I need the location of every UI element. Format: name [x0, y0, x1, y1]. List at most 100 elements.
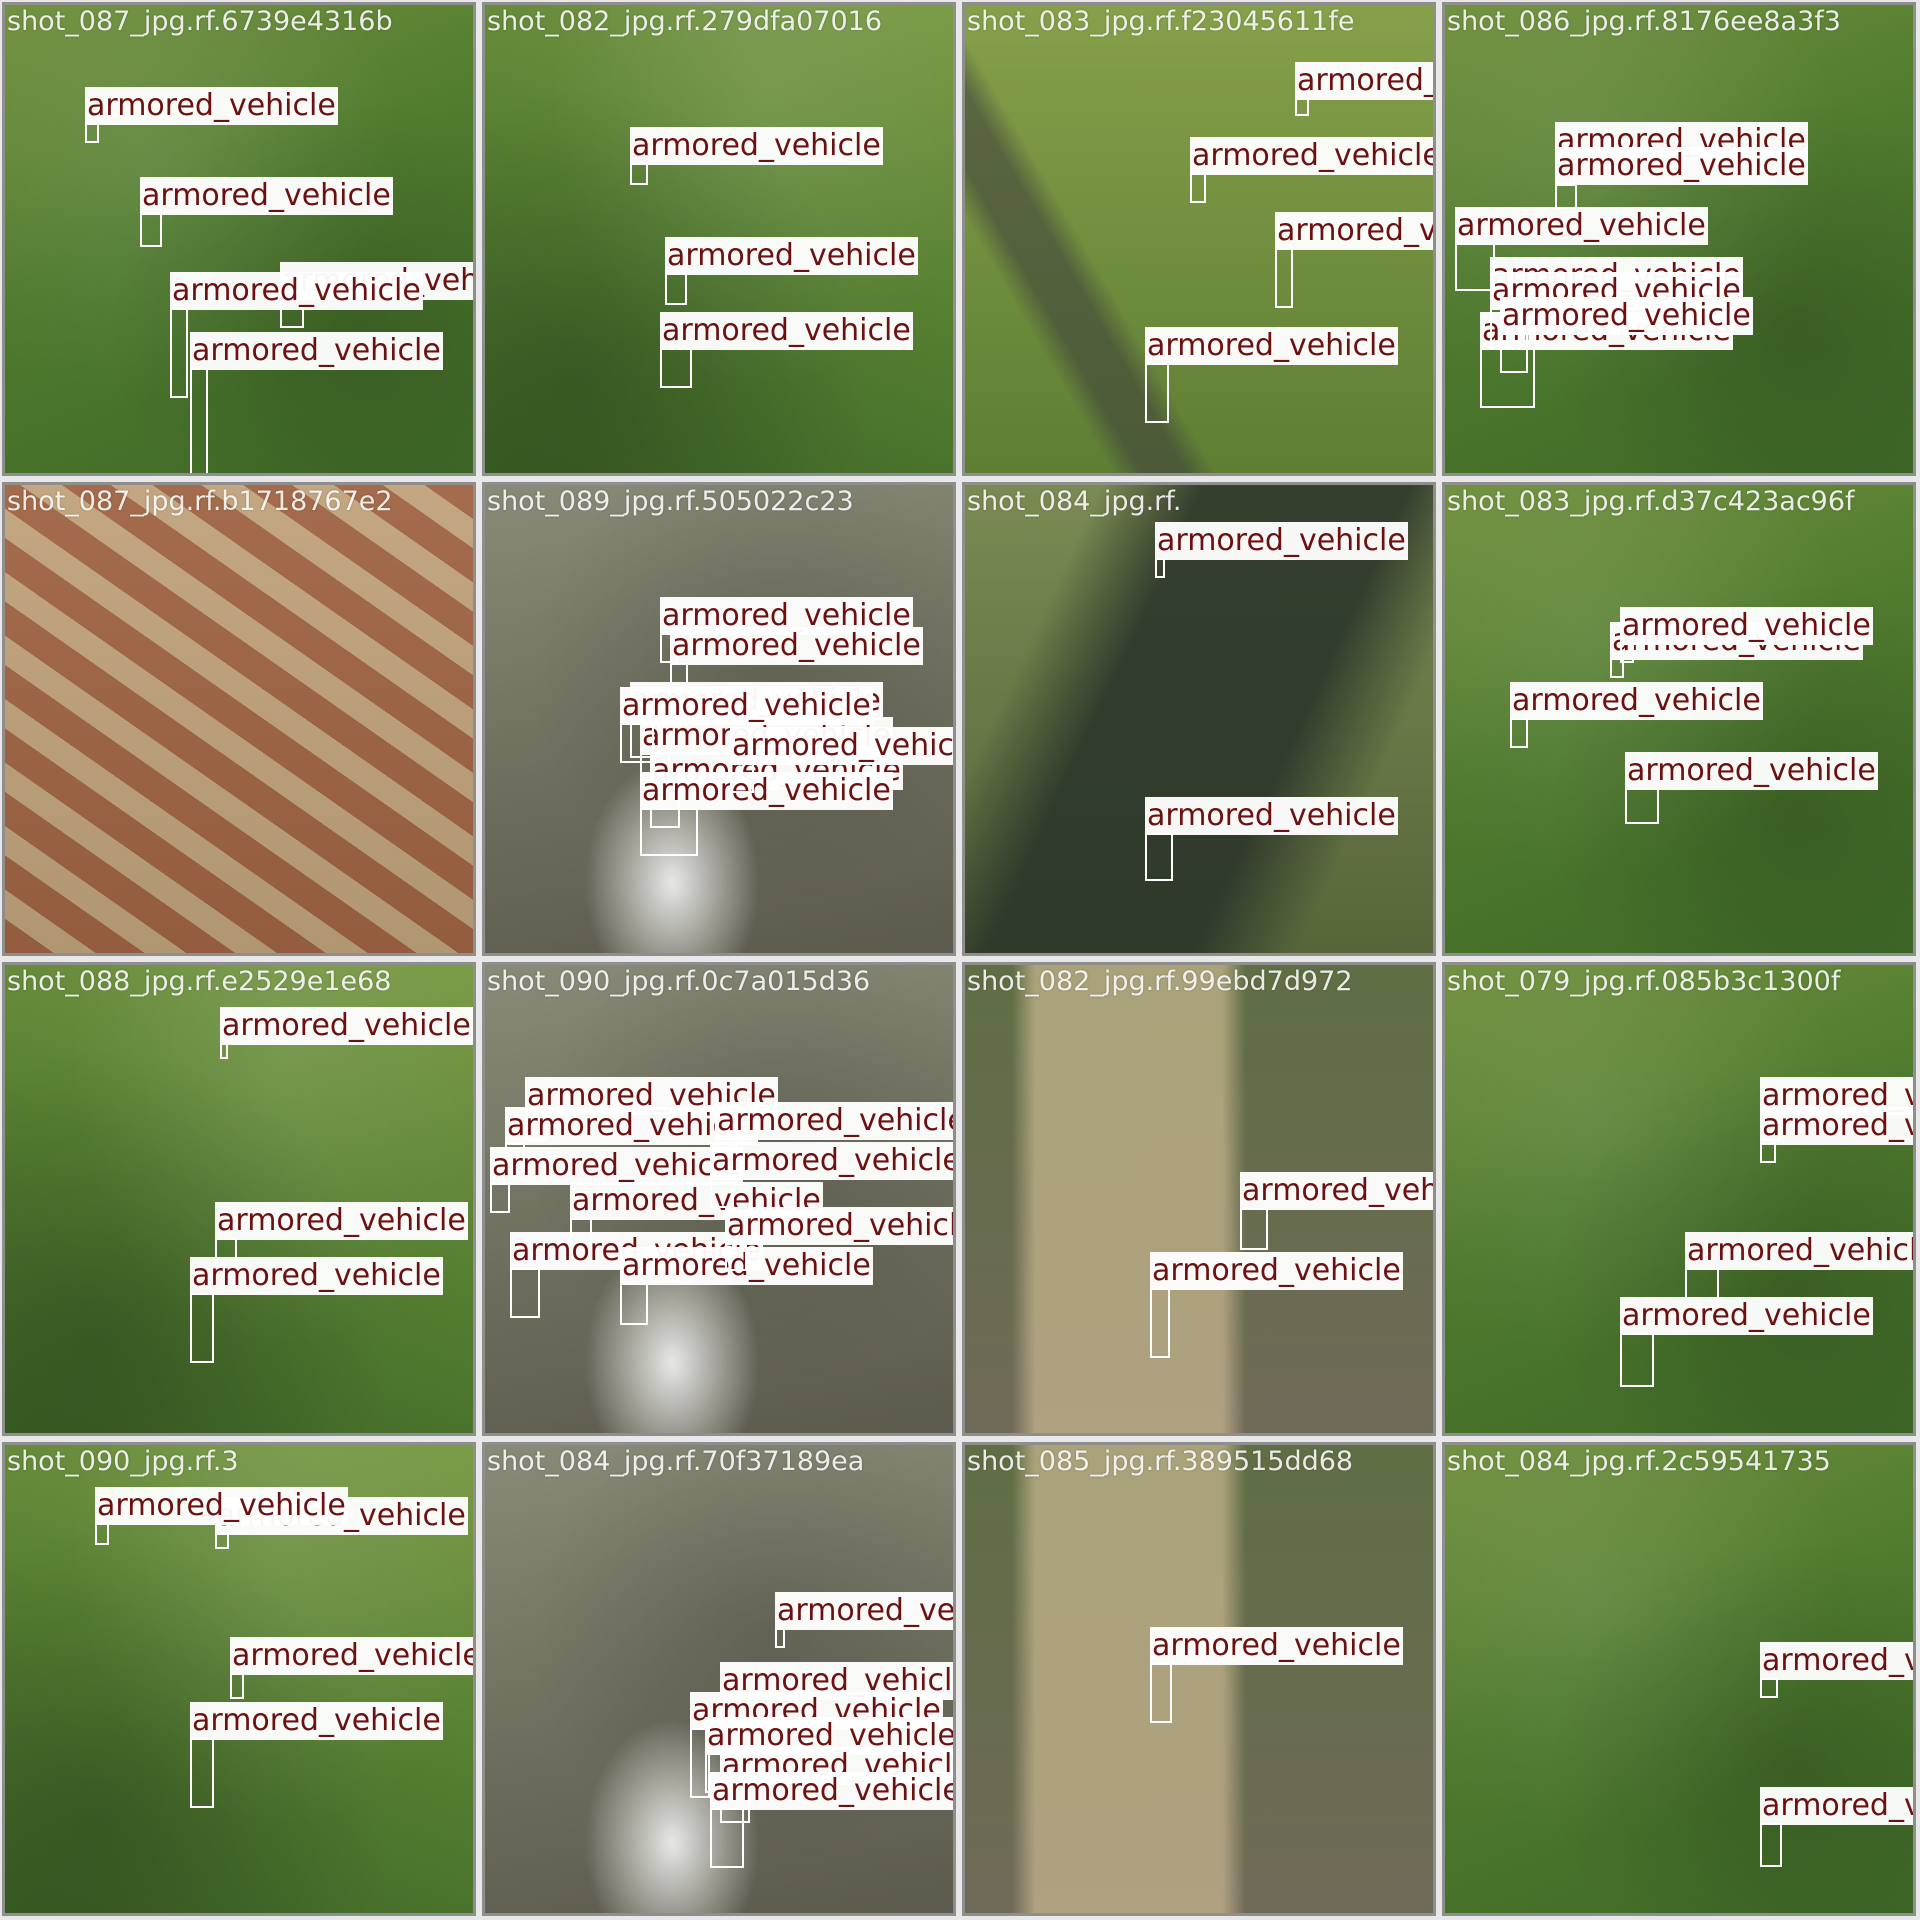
- detection-box: armored_vehicle: [490, 1147, 743, 1213]
- scene-image: [1445, 965, 1913, 1433]
- detection-label: armored_vehicle: [190, 1257, 443, 1295]
- detection-label: armored_vehicle: [95, 1487, 348, 1525]
- image-tile: shot_084_jpg.rf.2c59541735 armored_vehicl…: [1442, 1442, 1916, 1916]
- detection-box: armored_vehicle: [1760, 1787, 1913, 1867]
- detection-box: armored_vehicle: [1500, 297, 1753, 373]
- detection-box: armored_vehicle: [1685, 1232, 1913, 1308]
- scene-image: [5, 5, 473, 473]
- tile-filename: shot_090_jpg.rf.0c7a015d36: [487, 966, 871, 997]
- detection-box: armored_vehicle: [1150, 1627, 1403, 1723]
- image-tile: shot_087_jpg.rf.b1718767e2armored_vehicl…: [2, 482, 476, 956]
- detection-label: armored_vehicle: [1155, 522, 1408, 560]
- scene-image: [5, 485, 473, 953]
- detection-label: armored_vehicle: [1190, 137, 1433, 175]
- detection-box: armored_vehicle: [775, 1592, 953, 1648]
- detection-label: armored_vehicle: [630, 127, 883, 165]
- detection-box: armored_vehicle: [1145, 327, 1398, 423]
- detection-label: armored_vehicle: [670, 627, 923, 665]
- tile-filename: shot_089_jpg.rf.505022c23: [487, 486, 854, 517]
- tile-filename: shot_083_jpg.rf.d37c423ac96f: [1447, 486, 1855, 517]
- tile-filename: shot_084_jpg.rf.70f37189ea: [487, 1446, 865, 1477]
- detection-box: armored_vehicle: [1455, 207, 1708, 291]
- detection-label: armored_vehicle: [1555, 147, 1808, 185]
- detection-label: armored_vehicle: [1150, 1252, 1403, 1290]
- tile-filename: shot_087_jpg.rf.b1718767e2: [7, 486, 393, 517]
- detection-label: armored_vehicle: [1275, 212, 1433, 250]
- image-tile: shot_084_jpg.rf.70f37189ea armored_vehicl…: [482, 1442, 956, 1916]
- detection-box: armored_vehicle: [1625, 752, 1878, 824]
- tile-filename: shot_084_jpg.rf.2c59541735: [1447, 1446, 1831, 1477]
- detection-label: armored_vehicle: [1145, 797, 1398, 835]
- image-tile: shot_082_jpg.rf.99ebd7d972 armored_vehicl…: [962, 962, 1436, 1436]
- detection-label: armored_vehicle: [85, 87, 338, 125]
- image-tile: shot_079_jpg.rf.085b3c1300f armored_vehic…: [1442, 962, 1916, 1436]
- detection-label: armored_vehicle: [1240, 1172, 1433, 1210]
- detection-box: armored_vehicle: [1155, 522, 1408, 578]
- detection-box: armored_vehicle: [620, 1247, 873, 1325]
- tile-filename: shot_090_jpg.rf.3: [7, 1446, 239, 1477]
- detection-label: armored_vehicle: [1760, 1107, 1913, 1145]
- detection-box: armored_vehicle: [190, 1257, 443, 1363]
- tile-filename: shot_082_jpg.rf.99ebd7d972: [967, 966, 1353, 997]
- detection-box: armored_vehicle: [715, 1102, 953, 1168]
- detection-label: armored_vehicle: [725, 1207, 953, 1245]
- detection-box: armored_vehicle: [620, 687, 873, 763]
- detection-label: armored_vehicle: [230, 1637, 473, 1675]
- image-tile: shot_083_jpg.rf.d37c423ac96f armored_vehi…: [1442, 482, 1916, 956]
- tile-filename: shot_088_jpg.rf.e2529e1e68: [7, 966, 392, 997]
- detection-label: armored_vehicle: [1760, 1642, 1913, 1680]
- detection-box: armored_vehicle: [1555, 147, 1808, 209]
- detection-box: armored_vehicle: [710, 1772, 953, 1868]
- detection-label: armored_vehicle: [1620, 607, 1873, 645]
- detection-label: armored_vehicle: [1760, 1787, 1913, 1825]
- tile-filename: shot_083_jpg.rf.f23045611fe: [967, 6, 1355, 37]
- detection-box: armored_vehicle: [1760, 1107, 1913, 1163]
- detection-label: armored_vehicle: [1500, 297, 1753, 335]
- image-tile: shot_084_jpg.rf. armored_vehicle armored_v…: [962, 482, 1436, 956]
- detection-box: armored_vehicle: [725, 1207, 953, 1271]
- detection-label: armored_vehicle: [170, 272, 423, 310]
- detection-box: armored_vehicle: [140, 177, 393, 247]
- detection-label: armored_vehicle: [490, 1147, 743, 1185]
- scene-image: [965, 1445, 1433, 1913]
- detection-box: armored_vehicle: [170, 272, 423, 398]
- detection-box: armored_vehicle: [190, 1702, 443, 1808]
- detection-label: armored_vehicle: [1620, 1297, 1873, 1335]
- detection-label: armored_vehicle: [190, 1702, 443, 1740]
- image-tile: shot_085_jpg.rf.389515dd68 armored_vehicl…: [962, 1442, 1436, 1916]
- detection-label: armored_vehicle: [220, 1007, 473, 1045]
- detection-label: armored_vehicle: [665, 237, 918, 275]
- detection-box: armored_vehicle: [1190, 137, 1433, 203]
- detection-box: armored_vehicle: [215, 1497, 468, 1549]
- detection-box: armored_vehicle: [1760, 1642, 1913, 1698]
- detection-box: armored_vehicle: [630, 127, 883, 185]
- detection-box: armored_vehicle: [1510, 682, 1763, 748]
- image-tile: shot_086_jpg.rf.8176ee8a3f3 armored_vehic…: [1442, 2, 1916, 476]
- image-tile: shot_083_jpg.rf.f23045611fe armored_vehic…: [962, 2, 1436, 476]
- detection-label: armored_vehicle: [1625, 752, 1878, 790]
- detection-box: armored_vehicle: [670, 627, 923, 693]
- detection-box: armored_vehicle: [230, 1637, 473, 1699]
- tile-filename: shot_087_jpg.rf.6739e4316b: [7, 6, 393, 37]
- detection-box: armored_vehicle: [640, 772, 893, 856]
- image-tile: shot_087_jpg.rf.6739e4316b armored_vehicl…: [2, 2, 476, 476]
- detection-label: armored_vehicle: [1145, 327, 1398, 365]
- detection-box: armored_vehicle: [1275, 212, 1433, 308]
- tile-filename: shot_079_jpg.rf.085b3c1300f: [1447, 966, 1841, 997]
- detection-label: armored_vehicle: [620, 687, 873, 725]
- detection-label: armored_vehicle: [710, 1772, 953, 1810]
- detection-label: armored_vehicle: [1295, 62, 1433, 100]
- tile-filename: shot_085_jpg.rf.389515dd68: [967, 1446, 1354, 1477]
- detection-box: armored_vehicle: [1620, 1297, 1873, 1387]
- detection-box: armored_vehicle: [1295, 62, 1433, 116]
- detection-box: armored_vehicle: [190, 332, 443, 473]
- detection-label: armored_vehicle: [730, 727, 953, 765]
- tile-filename: shot_084_jpg.rf.: [967, 486, 1182, 517]
- detection-box: armored_vehicle: [665, 237, 918, 305]
- detection-box: armored_vehicle: [660, 312, 913, 388]
- detection-box: armored_vehicle: [710, 1142, 953, 1208]
- tile-filename: shot_086_jpg.rf.8176ee8a3f3: [1447, 6, 1841, 37]
